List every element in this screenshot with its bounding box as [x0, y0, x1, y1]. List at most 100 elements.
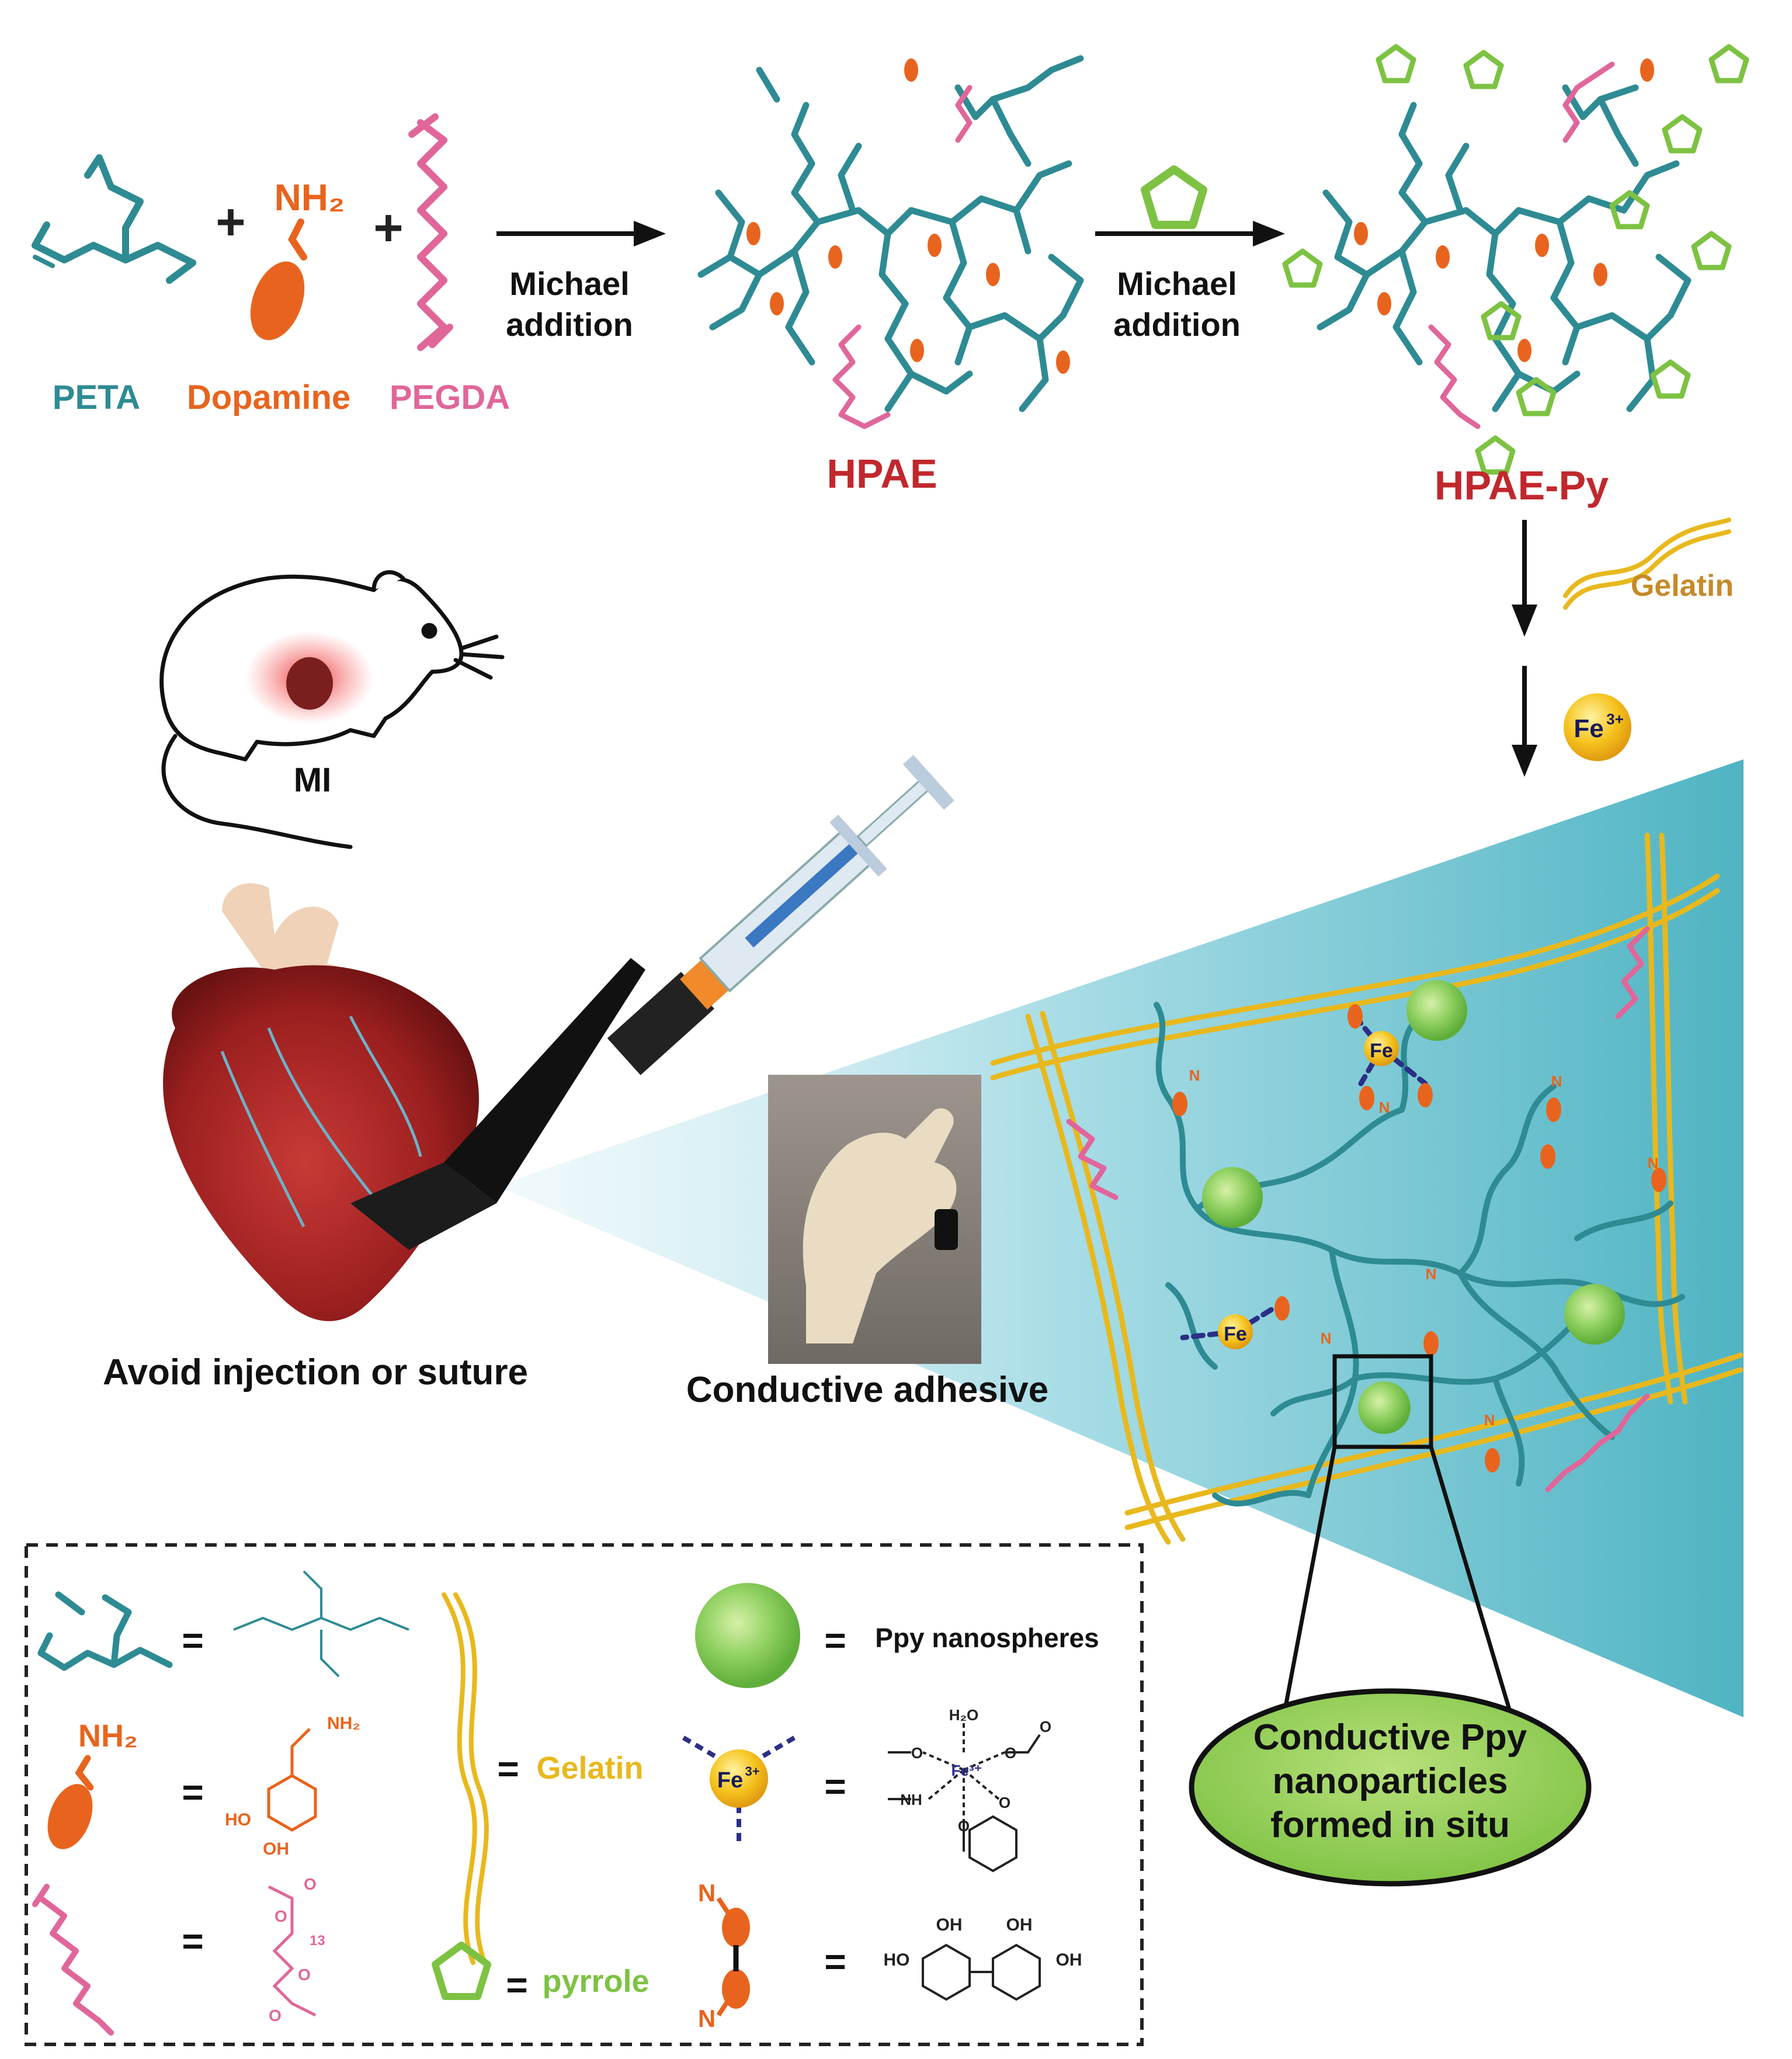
- legend-fe-complex-structure: H₂O Fe³⁺ NH O O O O O: [888, 1706, 1051, 1873]
- svg-text:HO: HO: [884, 1950, 910, 1970]
- step1-label-line2: addition: [506, 306, 633, 343]
- legend-pegda-structure: O O O O 13: [268, 1875, 325, 2025]
- svg-text:N: N: [1648, 1154, 1659, 1172]
- svg-text:N: N: [1426, 1265, 1437, 1283]
- svg-text:Fe³⁺: Fe³⁺: [951, 1762, 982, 1779]
- step2-label-line2: addition: [1113, 306, 1241, 343]
- svg-text:O: O: [999, 1794, 1010, 1811]
- svg-text:OH: OH: [1006, 1915, 1033, 1935]
- amine-group-label: NH₂: [275, 176, 345, 218]
- svg-text:Fe: Fe: [1574, 714, 1603, 743]
- svg-text:N: N: [1321, 1329, 1332, 1347]
- hpae-label: HPAE: [826, 451, 937, 496]
- svg-text:N: N: [698, 1879, 716, 1907]
- svg-text:N: N: [698, 2005, 716, 2032]
- legend-equals: =: [182, 1920, 203, 1962]
- zoom-line-right: [1429, 1446, 1521, 1742]
- zoom-box: [1332, 1354, 1433, 1449]
- legend-ppy-sphere-icon: [695, 1583, 800, 1688]
- legend-equals: =: [506, 1964, 527, 2006]
- svg-text:Fe: Fe: [1224, 1323, 1247, 1345]
- legend-ppy-label: Ppy nanospheres: [875, 1623, 1099, 1653]
- network-pink-chains: [1066, 926, 1650, 1492]
- svg-text:Fe: Fe: [717, 1768, 743, 1793]
- legend-peta-structure: [233, 1570, 409, 1678]
- reaction-arrow-2: [1095, 221, 1285, 246]
- network-fe-ion-2: Fe: [1218, 1314, 1253, 1349]
- legend-dopamine-icon: [47, 1755, 94, 1849]
- hpae-py-dopamine-pendants: [1354, 58, 1654, 362]
- conductive-adhesive-label: Conductive adhesive: [686, 1370, 1048, 1410]
- svg-text:N: N: [1379, 1099, 1390, 1116]
- peta-label: PETA: [53, 379, 140, 416]
- down-arrow-1: [1512, 520, 1537, 637]
- svg-text:O: O: [269, 2006, 282, 2025]
- plus-sign: +: [373, 199, 403, 256]
- svg-text:Fe: Fe: [1370, 1040, 1393, 1062]
- network-dopamine-pendants: [1172, 1004, 1666, 1473]
- legend-catechol-dimer-icon: N N: [698, 1879, 750, 2032]
- svg-text:formed in situ: formed in situ: [1270, 1805, 1510, 1845]
- legend-pegda-icon: [32, 1884, 114, 2036]
- reaction-arrow-1: [496, 221, 666, 246]
- svg-text:O: O: [911, 1744, 923, 1762]
- plus-sign: +: [216, 193, 245, 251]
- svg-text:NH₂: NH₂: [327, 1714, 360, 1733]
- legend-peta-icon: [37, 1591, 173, 1671]
- dopamine-label: Dopamine: [187, 379, 350, 416]
- legend-equals: =: [182, 1771, 203, 1813]
- step2-label-line1: Michael: [1117, 265, 1237, 302]
- gelatin-strand-icon: [1563, 518, 1731, 610]
- dopamine-molecule-icon: [250, 218, 307, 341]
- syringe-icon: [607, 755, 954, 1075]
- svg-text:O: O: [275, 1907, 287, 1925]
- legend-fe-icon: Fe 3+: [682, 1735, 796, 1846]
- hpae-py-polymer-icon: [1317, 84, 1692, 412]
- svg-text:HO: HO: [225, 1810, 251, 1829]
- legend-gelatin-icon: [442, 1592, 489, 1965]
- svg-text:OH: OH: [1056, 1950, 1082, 1970]
- svg-text:NH: NH: [900, 1791, 922, 1808]
- legend-equals: =: [497, 1748, 519, 1790]
- svg-text:nanoparticles: nanoparticles: [1272, 1761, 1508, 1801]
- svg-text:OH: OH: [263, 1839, 289, 1859]
- network-fe-ion-1: Fe: [1364, 1031, 1399, 1066]
- legend-amine-label: NH₂: [78, 1718, 138, 1754]
- svg-text:O: O: [298, 1966, 311, 1984]
- svg-text:H₂O: H₂O: [949, 1706, 979, 1724]
- hpae-polymer-icon: [697, 55, 1084, 412]
- svg-text:N: N: [1484, 1411, 1495, 1429]
- gelatin-fibers: [990, 832, 1744, 1545]
- legend-pyrrole-icon: [432, 1942, 491, 2000]
- zoom-cone: [496, 759, 1744, 1717]
- svg-text:13: 13: [310, 1933, 325, 1949]
- hpae-py-pink-chains: [1428, 61, 1615, 429]
- legend-gelatin-label: Gelatin: [536, 1751, 643, 1786]
- svg-text:Conductive Ppy: Conductive Ppy: [1253, 1717, 1527, 1758]
- ppy-callout-bubble: Conductive Ppy nanoparticles formed in s…: [1189, 1688, 1592, 1887]
- peta-molecule-icon: [32, 154, 196, 284]
- zoom-line-left: [1277, 1446, 1337, 1741]
- legend-equals: =: [182, 1619, 203, 1661]
- legend-box: [25, 1543, 1144, 2046]
- svg-text:N: N: [1551, 1072, 1562, 1090]
- legend-equals: =: [824, 1619, 846, 1661]
- hpae-py-label: HPAE-Py: [1435, 463, 1609, 508]
- svg-text:O: O: [1040, 1718, 1051, 1735]
- fe3-ion-icon: Fe 3+: [1564, 693, 1631, 761]
- legend-equals: =: [824, 1940, 846, 1982]
- pyrrole-reagent-icon: [1141, 165, 1207, 229]
- hpae-pink-chains: [832, 85, 973, 429]
- gelatin-label: Gelatin: [1631, 569, 1734, 603]
- avoid-injection-label: Avoid injection or suture: [103, 1352, 528, 1393]
- mouse-heart-icon: [286, 657, 333, 710]
- pegda-label: PEGDA: [390, 379, 510, 416]
- svg-text:N: N: [1189, 1067, 1200, 1084]
- heart-icon: [163, 883, 480, 1321]
- hpae-dopamine-pendants: [746, 58, 1070, 374]
- hpae-py-pyrrole-rings: [1282, 44, 1749, 475]
- step1-label-line1: Michael: [509, 265, 629, 302]
- legend-pyrrole-label: pyrrole: [542, 1964, 649, 1999]
- mi-label: MI: [294, 761, 331, 799]
